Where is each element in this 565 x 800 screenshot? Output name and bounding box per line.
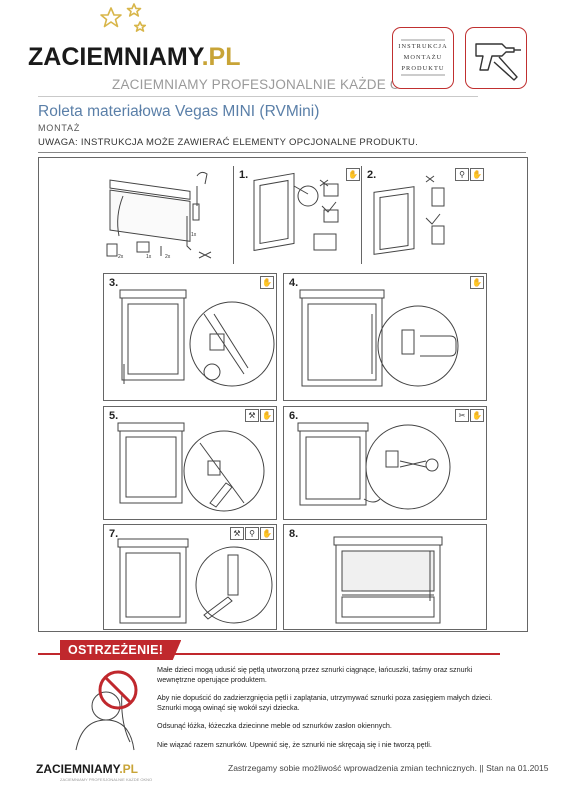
screw-icon: ⚲	[245, 527, 259, 540]
drill-icon	[475, 43, 521, 81]
footer-logo-ext: .PL	[119, 762, 139, 776]
step-tools: ✋	[346, 168, 360, 181]
warning-illustration	[66, 662, 156, 752]
screwdriver-icon: ⚒	[245, 409, 259, 422]
brand-stars	[96, 2, 156, 42]
part-qty: 1x	[191, 232, 197, 238]
step-number: 7.	[109, 528, 119, 540]
notice-divider	[38, 152, 526, 153]
badge-frame-icon	[401, 39, 445, 76]
drill-badge	[465, 27, 527, 89]
step-4: 4. ✋	[283, 273, 487, 401]
warning-paragraph: Małe dzieci mogą udusić się pętlą utworz…	[157, 665, 473, 684]
footer-tagline: ZACIEMNIAMY PROFESJONALNIE KAŻDE OKNO	[60, 777, 153, 782]
badge-line-1: INSTRUKCJA	[398, 43, 448, 50]
warning-paragraph: Nie wiązać razem sznurków. Upewnić się, …	[157, 739, 432, 749]
step-8: 8.	[283, 524, 487, 630]
instructions-panel: 2x 1x 2x 1x 1. ✋ 2. ⚲✋	[38, 157, 528, 632]
step-number: 3.	[109, 277, 119, 289]
screwdriver-icon: ⚒	[230, 527, 244, 540]
warning-paragraph: Odsunąć łóżka, łóżeczka dziecinne meble …	[157, 721, 392, 730]
step-3: 3. ✋	[103, 273, 277, 401]
warning-paragraph: Aby nie dopuścić do zadzierzgnięcia pętl…	[157, 693, 493, 712]
notice-text: UWAGA: INSTRUKCJA MOŻE ZAWIERAĆ ELEMENTY…	[38, 137, 419, 148]
footer-logo-main: ZACIEMNIAMY	[36, 762, 120, 776]
step-number: 4.	[289, 277, 299, 289]
badge-line-2: MONTAŻU	[403, 54, 443, 61]
brand-logo-main: ZACIEMNIAMY	[28, 43, 202, 71]
hand-icon: ✋	[470, 276, 484, 289]
step-5: 5. ⚒✋	[103, 406, 277, 520]
parts-illustration	[106, 171, 212, 259]
step-tools: ⚒✋	[245, 409, 274, 422]
header-divider	[38, 96, 478, 97]
step-illustration	[333, 536, 443, 624]
step-number: 8.	[289, 528, 299, 540]
hand-icon: ✋	[346, 168, 360, 181]
step-tools: ⚒⚲✋	[230, 527, 274, 540]
part-qty: 2x	[118, 254, 124, 260]
hand-icon: ✋	[260, 527, 274, 540]
step-7: 7. ⚒⚲✋	[103, 524, 277, 630]
step-tools: ✂✋	[455, 409, 484, 422]
scissors-icon: ✂	[455, 409, 469, 422]
badge-line-3: PRODUKTU	[401, 65, 445, 72]
brand-logo-ext: .PL	[201, 43, 241, 71]
page-title: Roleta materiałowa Vegas MINI (RVMini)	[38, 103, 320, 120]
screw-icon: ⚲	[455, 168, 469, 181]
step-number: 6.	[289, 410, 299, 422]
part-qty: 2x	[165, 254, 171, 260]
step-1: 1. ✋	[233, 166, 362, 264]
brand-logo[interactable]: ZACIEMNIAMY.PL	[28, 43, 241, 72]
step-illustration	[297, 422, 451, 510]
step-tools: ✋	[470, 276, 484, 289]
step-number: 1.	[239, 169, 249, 181]
step-illustration	[119, 289, 275, 387]
step-number: 2.	[367, 169, 377, 181]
hand-icon: ✋	[260, 276, 274, 289]
step-tools: ⚲✋	[455, 168, 484, 181]
brand-tagline: ZACIEMNIAMY PROFESJONALNIE KAŻDE OKNO	[112, 77, 431, 92]
footer-logo[interactable]: ZACIEMNIAMY.PL	[36, 762, 138, 776]
hand-icon: ✋	[260, 409, 274, 422]
hand-icon: ✋	[470, 409, 484, 422]
parts-overview: 2x 1x 2x 1x	[95, 166, 219, 270]
star-icon	[100, 3, 147, 32]
no-cord-child-icon	[75, 670, 138, 751]
footer-note: Zastrzegamy sobie możliwość wprowadzenia…	[228, 763, 549, 773]
hand-icon: ✋	[470, 168, 484, 181]
step-6: 6. ✂✋	[283, 406, 487, 520]
step-illustration	[373, 175, 445, 255]
step-2: 2. ⚲✋	[361, 166, 486, 264]
warning-heading: OSTRZEŻENIE!	[60, 640, 182, 660]
step-number: 5.	[109, 410, 119, 422]
section-label: MONTAŻ	[38, 123, 81, 133]
step-illustration	[299, 289, 459, 387]
step-tools: ✋	[260, 276, 274, 289]
step-illustration	[117, 422, 265, 512]
warning-divider	[38, 653, 500, 655]
step-illustration	[117, 538, 273, 624]
part-qty: 1x	[146, 254, 152, 260]
manual-badge: INSTRUKCJA MONTAŻU PRODUKTU	[392, 27, 454, 89]
step-illustration	[253, 172, 339, 252]
warning-text: Małe dzieci mogą udusić się pętlą utworz…	[157, 665, 497, 758]
